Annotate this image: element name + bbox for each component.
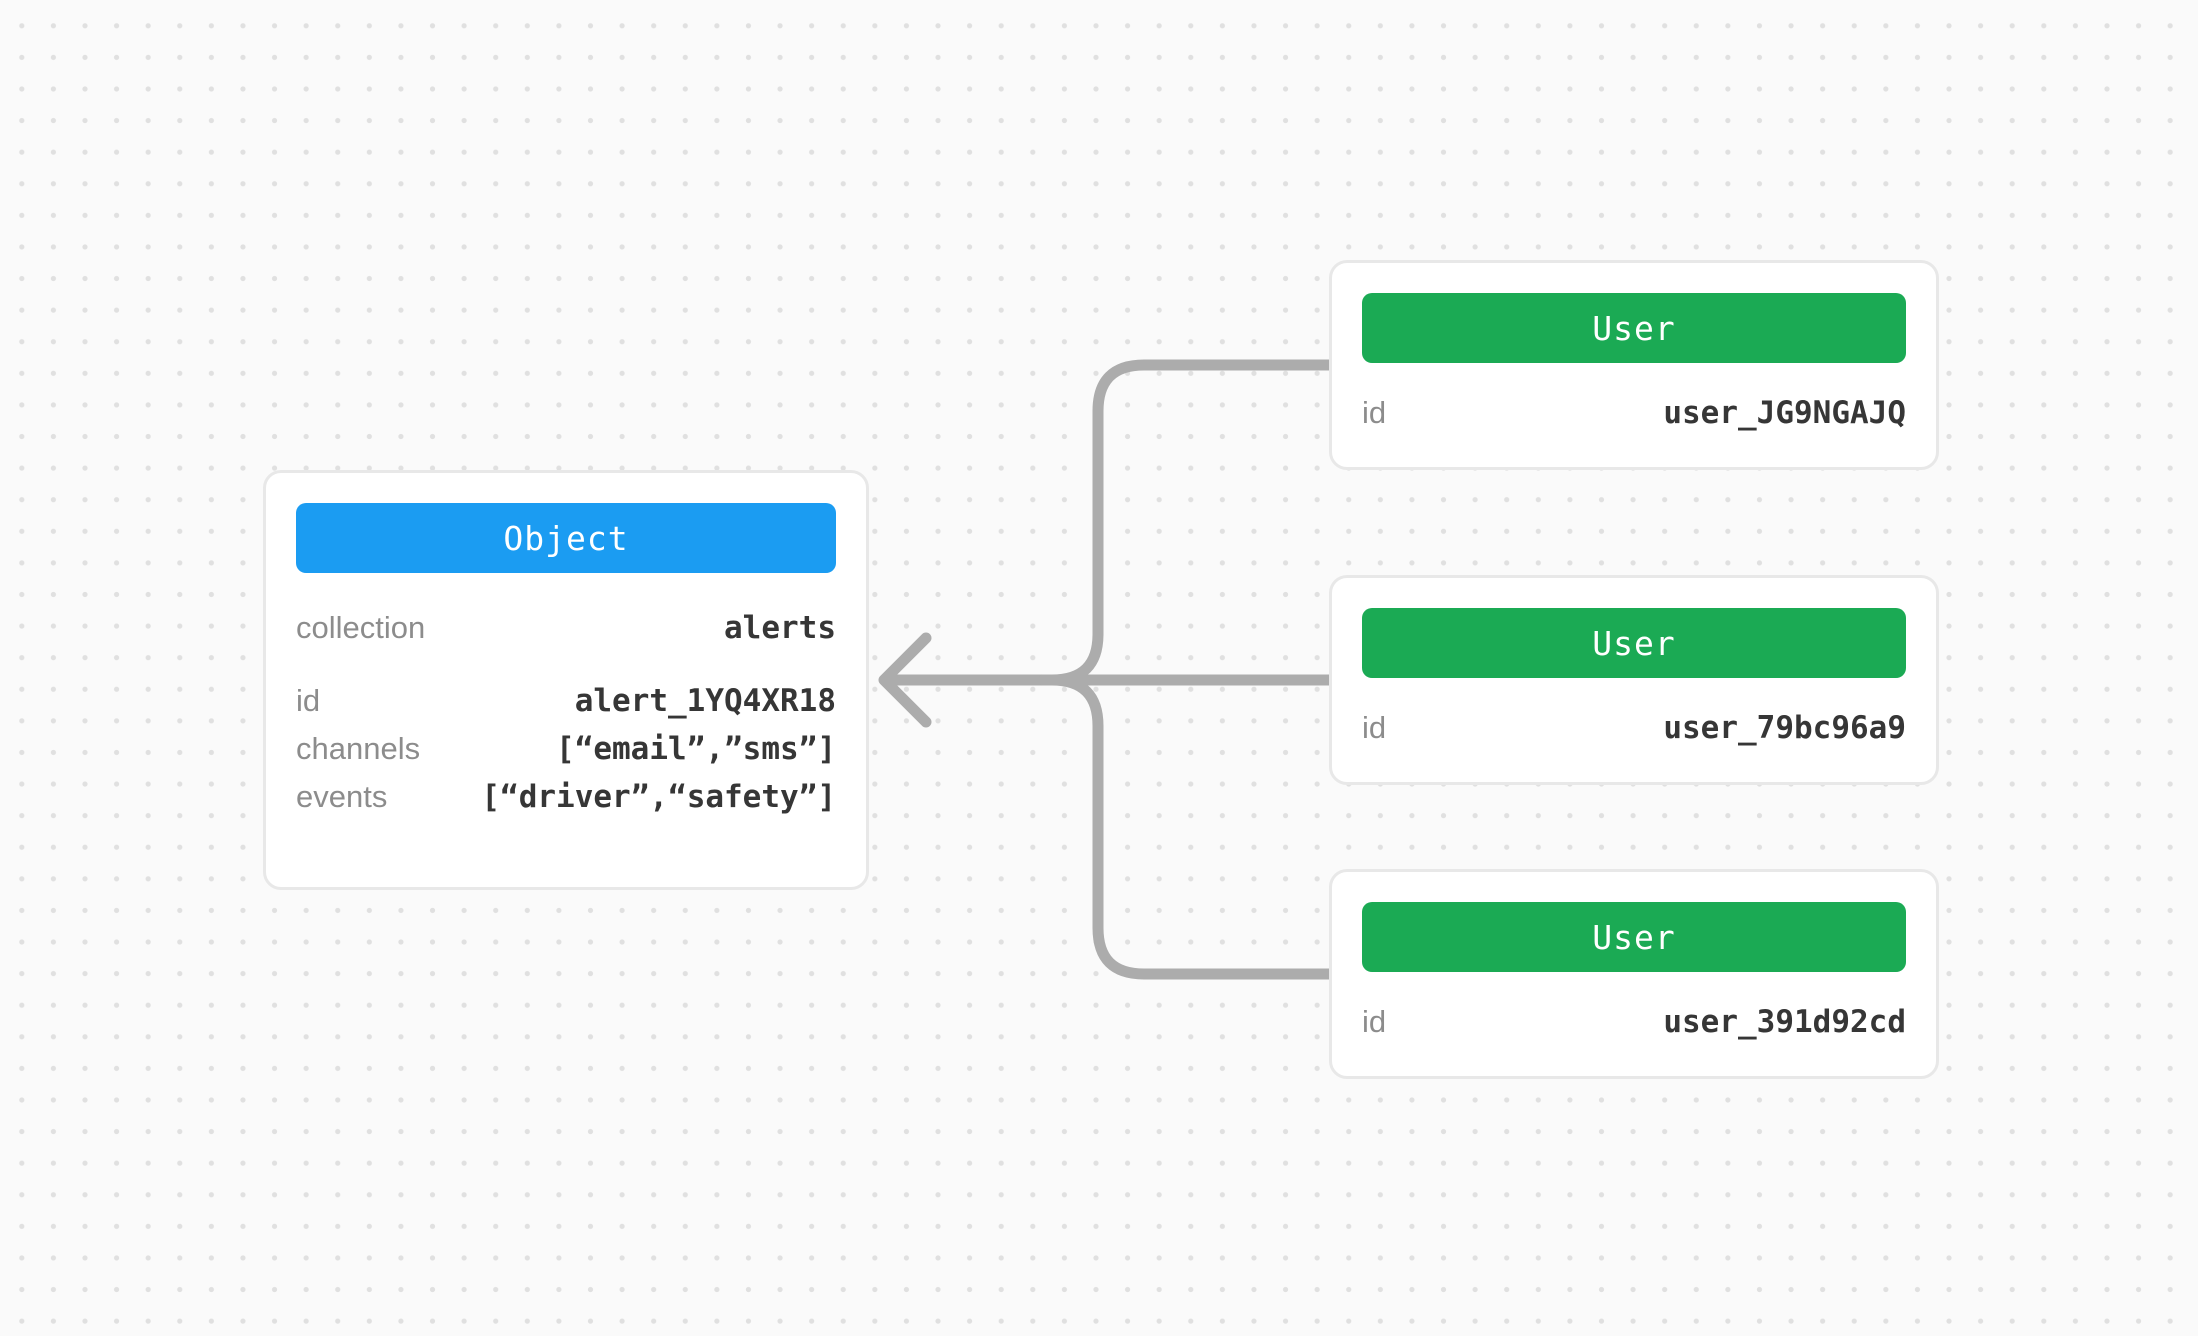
object-node[interactable]: Object collection alerts id alert_1YQ4XR…: [263, 470, 869, 890]
field-row-id: id alert_1YQ4XR18: [296, 677, 836, 725]
field-row-id: id user_391d92cd: [1362, 998, 1906, 1046]
field-value: user_JG9NGAJQ: [1663, 395, 1906, 431]
user-node-title: User: [1592, 308, 1676, 348]
field-row-events: events [“driver”,“safety”]: [296, 773, 836, 821]
object-node-title: Object: [503, 518, 629, 558]
user-node-3[interactable]: User id user_391d92cd: [1329, 869, 1939, 1079]
field-value: user_391d92cd: [1663, 1004, 1906, 1040]
arrow-left-icon: [878, 632, 932, 728]
user-node-header: User: [1362, 293, 1906, 363]
user-node-2[interactable]: User id user_79bc96a9: [1329, 575, 1939, 785]
user-node-title: User: [1592, 623, 1676, 663]
edge-bottom: [1038, 674, 1346, 980]
field-row-collection: collection alerts: [296, 605, 836, 651]
field-label: id: [1362, 710, 1387, 745]
field-value: alerts: [724, 610, 836, 646]
field-row-id: id user_JG9NGAJQ: [1362, 389, 1906, 437]
field-row-id: id user_79bc96a9: [1362, 704, 1906, 752]
field-value: [“driver”,“safety”]: [481, 779, 836, 815]
field-label: channels: [296, 731, 421, 766]
field-label: events: [296, 779, 388, 814]
field-label: id: [296, 683, 321, 718]
field-label: collection: [296, 610, 426, 645]
field-row-channels: channels [“email”,”sms”]: [296, 725, 836, 773]
field-value: user_79bc96a9: [1663, 710, 1906, 746]
field-label: id: [1362, 1004, 1387, 1039]
user-node-header: User: [1362, 608, 1906, 678]
object-node-header: Object: [296, 503, 836, 573]
user-node-title: User: [1592, 917, 1676, 957]
field-value: alert_1YQ4XR18: [574, 683, 836, 719]
field-value: [“email”,”sms”]: [556, 731, 836, 767]
field-label: id: [1362, 395, 1387, 430]
edge-top: [1038, 359, 1346, 686]
user-node-header: User: [1362, 902, 1906, 972]
user-node-1[interactable]: User id user_JG9NGAJQ: [1329, 260, 1939, 470]
